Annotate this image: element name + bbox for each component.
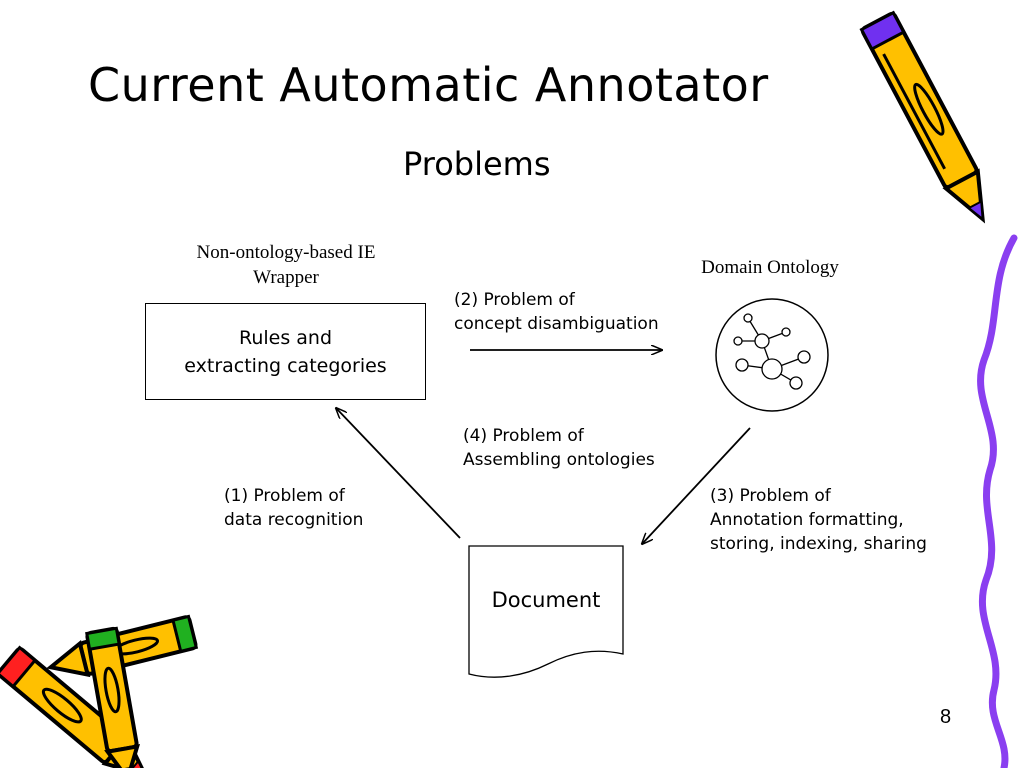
problem-label-line: data recognition: [224, 510, 364, 530]
wrapper-heading-line: Wrapper: [253, 267, 319, 288]
ontology-graph-icon: [715, 298, 829, 412]
wrapper-heading: Non-ontology-based IE Wrapper: [160, 240, 412, 290]
rules-box: Rules and extracting categories: [145, 303, 426, 400]
problem-label-line: concept disambiguation: [454, 314, 659, 334]
document-shape: [468, 545, 624, 678]
problem-2-label: (2) Problem of concept disambiguation: [454, 288, 659, 336]
page-number: 8: [940, 706, 952, 728]
problem-label-line: Annotation formatting,: [710, 510, 904, 530]
problem-1-label: (1) Problem of data recognition: [224, 484, 363, 532]
rules-box-line: extracting categories: [184, 354, 387, 377]
slide-subtitle: Problems: [403, 145, 551, 183]
problem-label-line: storing, indexing, sharing: [710, 534, 927, 554]
document-label: Document: [491, 588, 601, 612]
rules-box-line: Rules and: [238, 326, 333, 349]
pencil-icon: [859, 10, 986, 224]
wavy-border-icon: [977, 234, 1018, 768]
problem-label-line: (1) Problem of: [224, 486, 345, 506]
problem-4-label: (4) Problem of Assembling ontologies: [463, 424, 655, 472]
slide-title: Current Automatic Annotator: [88, 58, 769, 112]
ontology-heading: Domain Ontology: [701, 257, 839, 278]
problem-3-label: (3) Problem of Annotation formatting, st…: [710, 484, 927, 556]
wrapper-heading-line: Non-ontology-based IE: [196, 242, 376, 263]
problem-label-line: Assembling ontologies: [463, 450, 655, 470]
arrow-annotation-formatting: [642, 427, 751, 544]
pencil-icon: [85, 626, 141, 768]
problem-label-line: (4) Problem of: [463, 426, 584, 446]
problem-label-line: (2) Problem of: [454, 290, 575, 310]
problem-label-line: (3) Problem of: [710, 486, 831, 506]
arrow-data-recognition: [336, 408, 461, 539]
